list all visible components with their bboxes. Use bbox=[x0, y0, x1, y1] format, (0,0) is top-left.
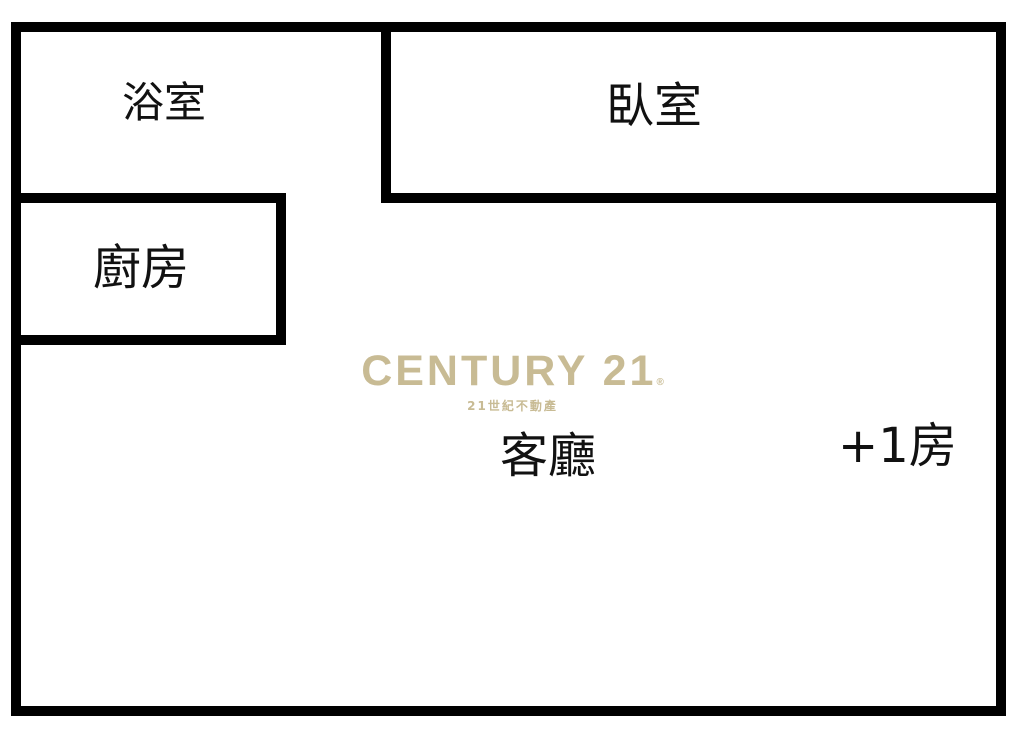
outer-wall-bottom bbox=[11, 706, 1006, 716]
bedroom-wall-bottom bbox=[381, 193, 1006, 203]
bedroom-wall-left bbox=[381, 22, 391, 202]
outer-wall-right bbox=[996, 22, 1006, 716]
extra-room-label: +1房 bbox=[838, 418, 957, 474]
watermark-registered-mark: ® bbox=[656, 377, 664, 388]
watermark-brand-text: CENTURY 21 bbox=[361, 347, 657, 395]
watermark-subtitle: 21世紀不動產 bbox=[467, 399, 558, 413]
bathroom-label: 浴室 bbox=[122, 78, 207, 127]
living-room-label: 客廳 bbox=[500, 428, 597, 484]
outer-wall-left bbox=[11, 22, 21, 716]
kitchen-wall-top bbox=[11, 193, 286, 203]
watermark-brand: CENTURY 21® bbox=[360, 350, 665, 393]
century21-watermark: CENTURY 21® 21世紀不動產 bbox=[360, 350, 665, 414]
bedroom-label: 臥室 bbox=[606, 78, 703, 134]
kitchen-label: 廚房 bbox=[93, 240, 190, 296]
outer-wall-top bbox=[11, 22, 1006, 32]
kitchen-wall-bottom bbox=[11, 335, 286, 345]
kitchen-wall-right bbox=[276, 193, 286, 345]
